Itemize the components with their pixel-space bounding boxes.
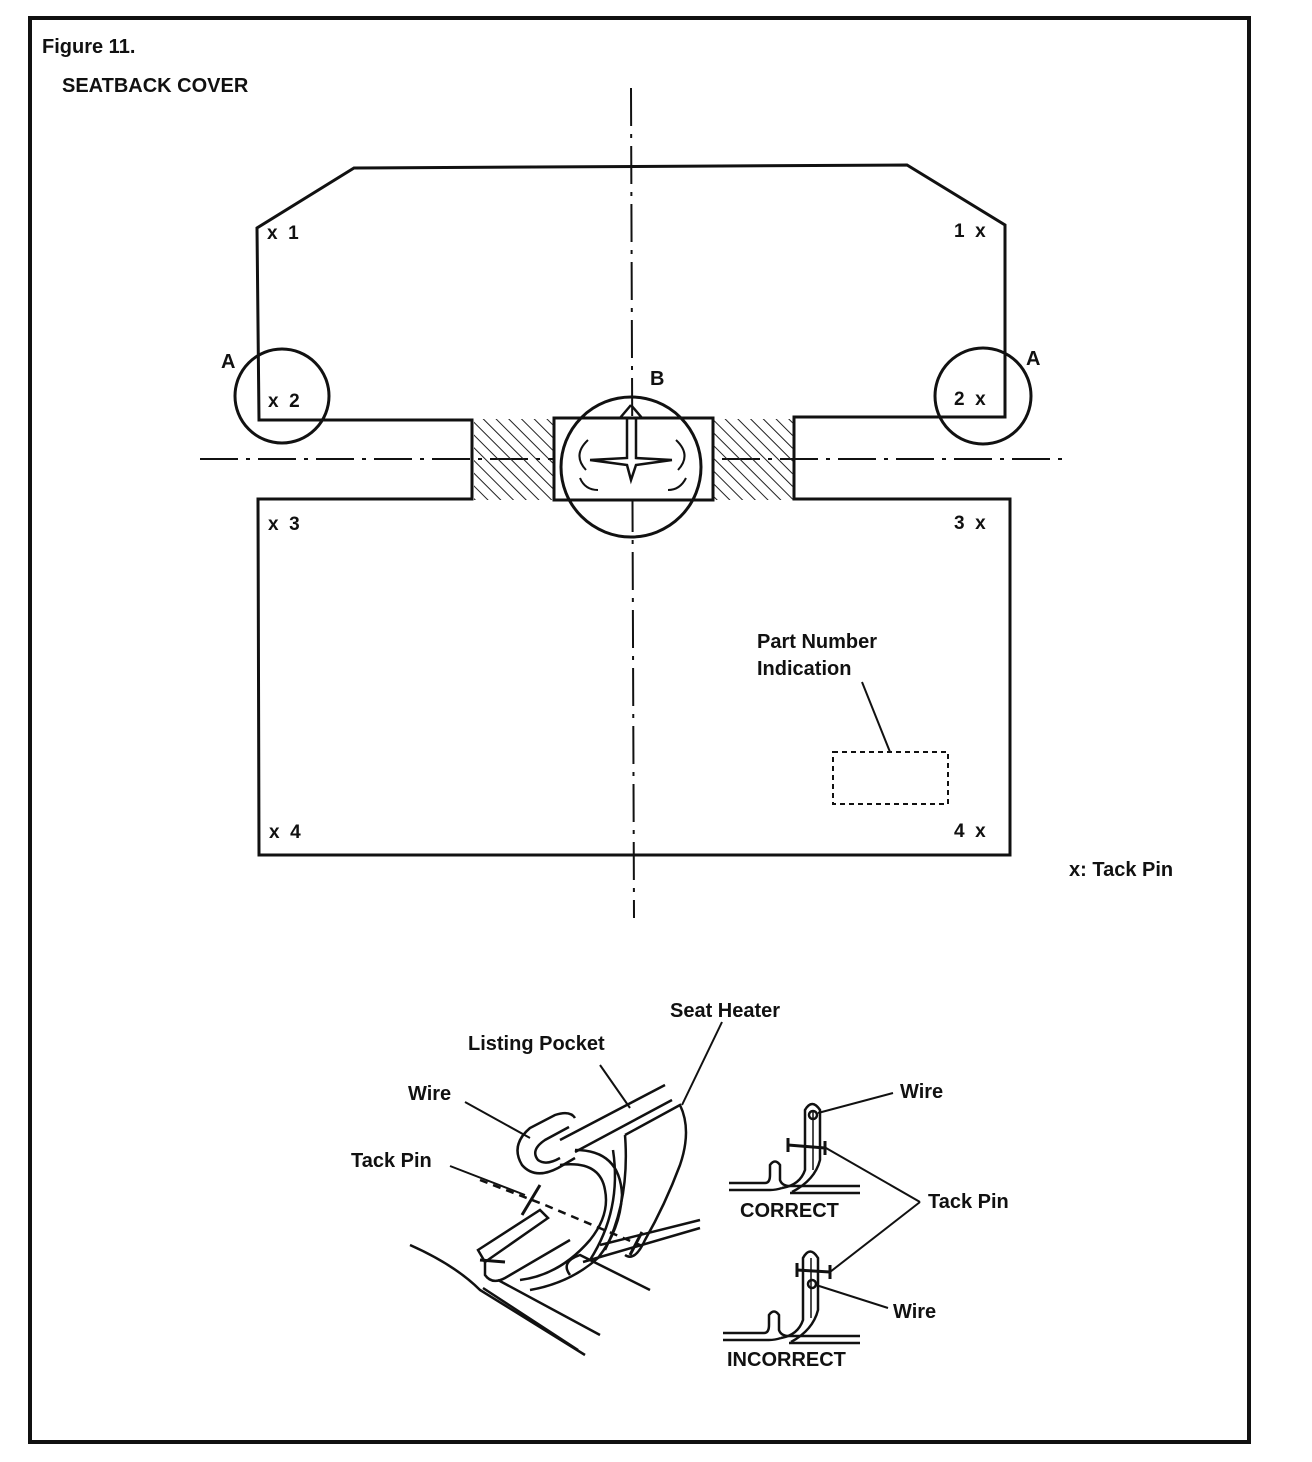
tack-pin-legend: x: Tack Pin (1069, 859, 1173, 881)
label-b: B (650, 368, 664, 390)
slot-shape (589, 404, 673, 485)
hatched-area-right (714, 419, 793, 500)
hatched-area-left (474, 419, 553, 500)
listing-pocket-leader (599, 1064, 631, 1109)
wire-leader (464, 1101, 531, 1139)
figure-border (28, 16, 1251, 1444)
tack-pin-leader (449, 1165, 526, 1196)
incorrect-cross-section (723, 1250, 860, 1345)
upper-cover-panel (255, 163, 1012, 857)
label-a-right: A (1026, 348, 1040, 370)
figure-title: SEATBACK COVER (62, 75, 249, 97)
detail-circle-a-right (933, 346, 1033, 446)
detail-circle-a-left (233, 347, 331, 445)
seat-heater-leader (681, 1021, 723, 1106)
listing-pocket-label: Listing Pocket (468, 1033, 605, 1055)
tack-pin-2-right: 2 x (954, 389, 986, 410)
tack-pin-1-right: 1 x (954, 221, 986, 242)
tack-pin-leader-correct (825, 1147, 921, 1203)
incorrect-status: INCORRECT (727, 1349, 846, 1371)
tack-pin-label: Tack Pin (351, 1150, 432, 1172)
correct-wire-label: Wire (900, 1081, 943, 1103)
part-number-box (832, 751, 949, 805)
figure-number: Figure 11. (42, 36, 135, 58)
incorrect-wire-leader (815, 1284, 889, 1309)
part-number-label-line2: Indication (757, 658, 851, 680)
slot-curls (578, 439, 687, 491)
part-number-label-line1: Part Number (757, 631, 877, 653)
correct-wire-leader (817, 1092, 894, 1114)
tack-pin-3-right: 3 x (954, 513, 986, 534)
vertical-centerline (630, 87, 635, 919)
correct-status: CORRECT (740, 1200, 839, 1222)
listing-pocket-illustration (409, 1083, 701, 1357)
tack-pin-2-left: x 2 (268, 391, 300, 412)
correct-cross-section (729, 1102, 860, 1195)
part-number-leader (861, 681, 891, 753)
tack-pin-4-right: 4 x (954, 821, 986, 842)
tack-pin-4-left: x 4 (269, 822, 301, 843)
tack-pin-3-left: x 3 (268, 514, 300, 535)
wire-label: Wire (408, 1083, 451, 1105)
label-a-left: A (221, 351, 235, 373)
tack-pin-shared-label: Tack Pin (928, 1191, 1009, 1213)
seat-heater-label: Seat Heater (670, 1000, 780, 1022)
tack-pin-leader-incorrect (829, 1201, 921, 1273)
tack-pin-1-left: x 1 (267, 223, 299, 244)
detail-circle-b (559, 395, 703, 539)
incorrect-wire-label: Wire (893, 1301, 936, 1323)
